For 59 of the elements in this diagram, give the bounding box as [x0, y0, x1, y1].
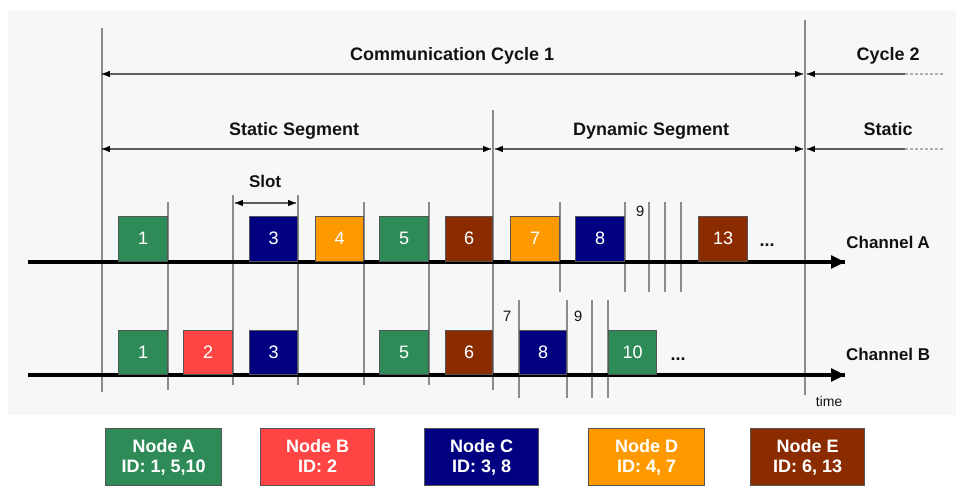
frame-box — [379, 330, 429, 375]
ellipsis: ... — [759, 231, 774, 249]
slot-number: 7 — [502, 308, 512, 324]
frame-id: 6 — [464, 342, 474, 362]
frame-box — [608, 330, 657, 375]
node-id-list: ID: 6, 13 — [772, 457, 842, 477]
frame-id: 5 — [398, 229, 409, 249]
node-name: Node A — [132, 437, 195, 457]
segment-label: Communication Cycle 1 — [350, 45, 554, 63]
node-key-box — [260, 428, 375, 486]
node-id-list: ID: 3, 8 — [452, 457, 512, 477]
frame-id: 10 — [622, 342, 643, 362]
frame-box — [249, 330, 298, 375]
segment-label: Static — [863, 120, 913, 138]
frame-id: 6 — [464, 229, 474, 249]
node-id-list: ID: 1, 5,10 — [121, 457, 206, 477]
frame-id: 13 — [712, 229, 734, 249]
frame-box — [249, 216, 298, 262]
node-key-box — [105, 428, 222, 486]
node-key-box — [750, 428, 865, 486]
node-key-box — [588, 428, 705, 486]
channel-label: Channel A — [846, 234, 930, 250]
segment-label: Cycle 2 — [856, 45, 920, 63]
frame-box — [519, 330, 567, 375]
node-name: Node D — [615, 437, 678, 457]
frame-id: 1 — [138, 229, 148, 249]
node-name: Node E — [776, 437, 838, 457]
frame-box — [698, 216, 748, 262]
frame-id: 5 — [398, 342, 409, 362]
segment-label: Static Segment — [228, 120, 360, 138]
frame-box — [315, 216, 364, 262]
frame-box — [445, 330, 493, 375]
node-id-list: ID: 2 — [298, 457, 337, 477]
segment-label: Dynamic Segment — [572, 120, 730, 138]
frame-box — [118, 330, 168, 375]
frame-box — [445, 216, 493, 262]
node-name: Node C — [450, 437, 513, 457]
channel-label: Channel B — [846, 346, 930, 362]
node-name: Node B — [286, 437, 349, 457]
slot-label: Slot — [248, 172, 282, 190]
frame-box — [118, 216, 168, 262]
node-id-list: ID: 4, 7 — [616, 457, 676, 477]
frame-id: 4 — [334, 229, 344, 249]
frame-box — [379, 216, 429, 262]
frame-box — [510, 216, 560, 262]
frame-id: 8 — [538, 342, 548, 362]
frame-id: 8 — [594, 229, 605, 249]
slot-number: 9 — [636, 204, 644, 218]
slot-number: 9 — [574, 308, 582, 324]
frame-id: 1 — [138, 342, 148, 362]
frame-id: 7 — [530, 229, 540, 249]
frame-id: 3 — [268, 342, 278, 362]
node-key-box — [424, 428, 539, 486]
frame-id: 3 — [268, 229, 278, 249]
frame-box — [183, 330, 233, 375]
frame-box — [575, 216, 625, 262]
axis-label: time — [816, 394, 842, 408]
ellipsis: ... — [670, 345, 686, 363]
frame-id: 2 — [202, 342, 213, 362]
